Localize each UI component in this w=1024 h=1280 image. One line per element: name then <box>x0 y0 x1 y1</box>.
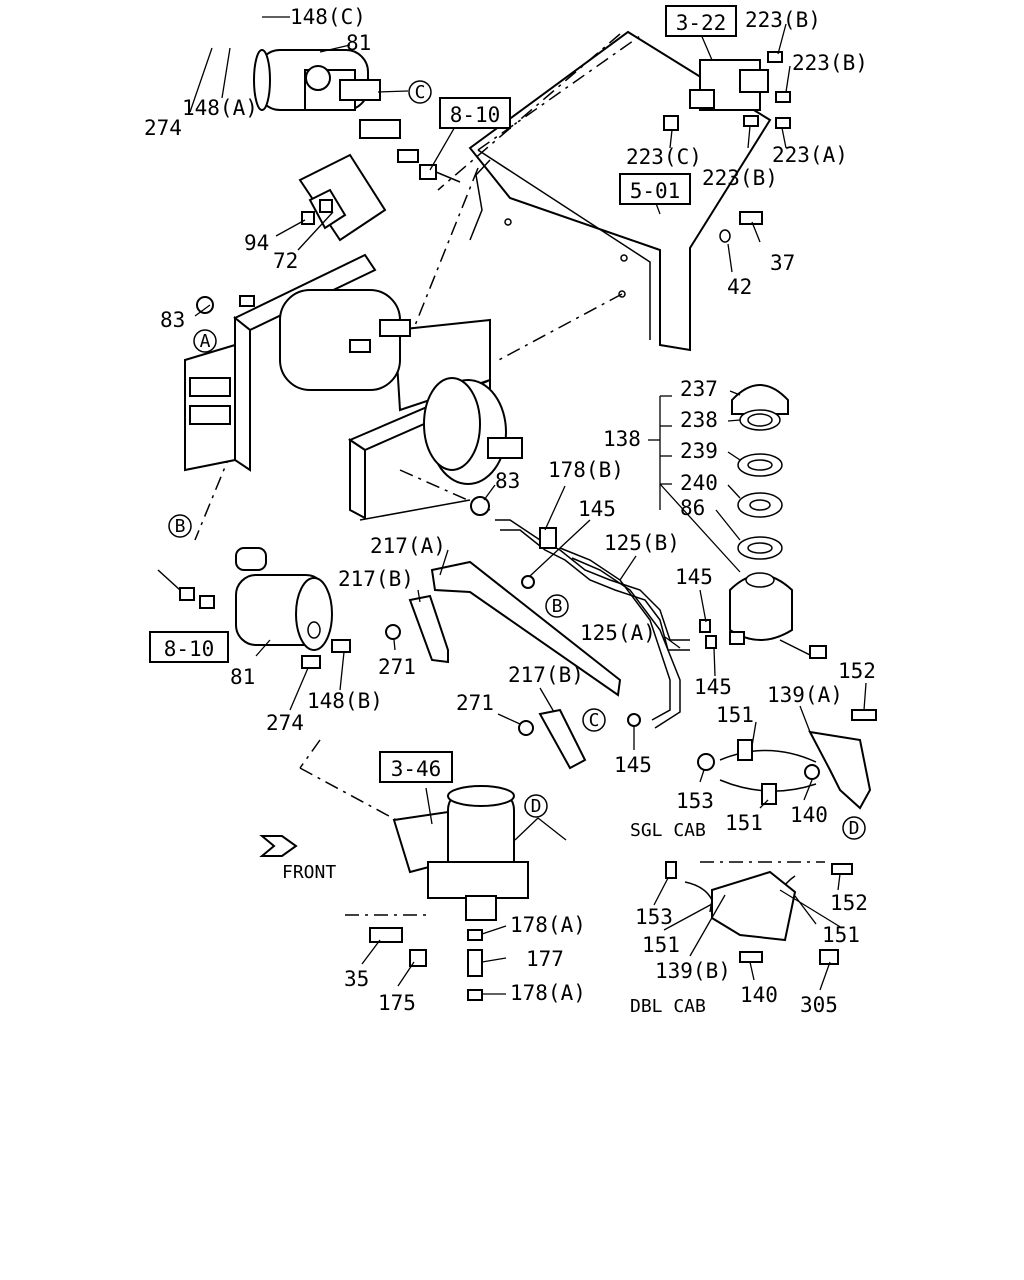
label-223b-3: 223(B) <box>702 166 778 190</box>
label-223b-2: 223(B) <box>792 51 868 75</box>
label-238: 238 <box>680 408 718 432</box>
label-81-bottom: 81 <box>230 665 255 689</box>
label-217b-2: 217(B) <box>508 663 584 687</box>
ref-3-22-text: 3-22 <box>676 11 727 35</box>
label-83-mid: 83 <box>495 469 520 493</box>
reservoir-stack <box>729 384 827 659</box>
ref-box-8-10-bottom: 8-10 <box>149 631 229 663</box>
label-274-top: 274 <box>144 116 182 140</box>
label-86: 86 <box>680 496 705 520</box>
main-frame-tank <box>184 253 523 521</box>
callout-b-mid-text: B <box>552 596 563 617</box>
label-35: 35 <box>344 967 369 991</box>
callout-d-mid-text: D <box>531 796 542 817</box>
label-178b: 178(B) <box>548 458 624 482</box>
callout-c-mid-text: C <box>589 710 600 731</box>
sgl-cab-note: SGL CAB <box>630 820 706 841</box>
label-140-b: 140 <box>740 983 778 1007</box>
ref-box-8-10-top: 8-10 <box>439 97 511 129</box>
callout-c-top: C <box>408 80 432 104</box>
label-139a: 139(A) <box>767 683 843 707</box>
label-151-b: 151 <box>725 811 763 835</box>
label-139b: 139(B) <box>655 959 731 983</box>
label-148b: 148(B) <box>307 689 383 713</box>
callout-d-right: D <box>842 816 866 840</box>
air-dryer <box>259 785 529 1001</box>
brackets-pipes <box>385 519 717 770</box>
leader-lines <box>189 16 867 995</box>
label-217a: 217(A) <box>370 534 446 558</box>
label-148c: 148(C) <box>290 5 366 29</box>
top-tank-assembly <box>253 49 461 242</box>
label-151-d: 151 <box>822 923 860 947</box>
label-145-b: 145 <box>675 565 713 589</box>
label-83-left: 83 <box>160 308 185 332</box>
label-94: 94 <box>244 231 269 255</box>
label-271-b: 271 <box>456 691 494 715</box>
label-217b-1: 217(B) <box>338 567 414 591</box>
label-138: 138 <box>603 427 641 451</box>
label-125b: 125(B) <box>604 531 680 555</box>
callout-c-top-text: C <box>415 82 426 103</box>
callout-c-mid: C <box>582 708 606 732</box>
label-151-a: 151 <box>716 703 754 727</box>
label-178a-1: 178(A) <box>510 913 586 937</box>
label-151-c: 151 <box>642 933 680 957</box>
callout-d-right-text: D <box>849 818 860 839</box>
label-175: 175 <box>378 991 416 1015</box>
ref-box-3-46: 3-46 <box>379 751 453 783</box>
label-223a: 223(A) <box>772 143 848 167</box>
label-152-a: 152 <box>838 659 876 683</box>
label-223c: 223(C) <box>626 145 702 169</box>
ref-box-3-22: 3-22 <box>665 5 737 37</box>
label-37: 37 <box>770 251 795 275</box>
label-145-c: 145 <box>694 675 732 699</box>
label-240: 240 <box>680 471 718 495</box>
label-42: 42 <box>727 275 752 299</box>
callout-b-left: B <box>168 514 192 538</box>
label-178a-2: 178(A) <box>510 981 586 1005</box>
label-125a: 125(A) <box>580 621 656 645</box>
reference-lines <box>194 33 825 916</box>
label-81-top: 81 <box>346 31 371 55</box>
lower-motor <box>157 547 351 669</box>
strap-sgl-cab <box>697 709 877 810</box>
label-72: 72 <box>273 249 298 273</box>
ref-8-10-bottom-text: 8-10 <box>164 637 215 661</box>
ref-8-10-top-text: 8-10 <box>450 103 501 127</box>
label-153-a: 153 <box>676 789 714 813</box>
label-223b-1: 223(B) <box>745 8 821 32</box>
label-145-a: 145 <box>578 497 616 521</box>
label-145-d: 145 <box>614 753 652 777</box>
ref-3-46-text: 3-46 <box>391 757 442 781</box>
label-239: 239 <box>680 439 718 463</box>
label-153-b: 153 <box>635 905 673 929</box>
label-177: 177 <box>526 947 564 971</box>
ref-box-5-01: 5-01 <box>619 173 691 205</box>
label-271-a: 271 <box>378 655 416 679</box>
ref-5-01-text: 5-01 <box>630 179 681 203</box>
label-237: 237 <box>680 377 718 401</box>
relay-valve <box>663 51 791 243</box>
callout-b-left-text: B <box>175 516 186 537</box>
callout-b-mid: B <box>545 594 569 618</box>
label-148a: 148(A) <box>182 96 258 120</box>
label-140-a: 140 <box>790 803 828 827</box>
notes: SGL CAB DBL CAB FRONT <box>282 820 706 1017</box>
label-305: 305 <box>800 993 838 1017</box>
front-note: FRONT <box>282 862 336 883</box>
dbl-cab-note: DBL CAB <box>630 996 706 1017</box>
callout-d-mid: D <box>524 794 548 818</box>
callout-a: A <box>193 329 217 353</box>
label-274-bottom: 274 <box>266 711 304 735</box>
callout-a-text: A <box>200 331 211 352</box>
label-152-b: 152 <box>830 891 868 915</box>
part-labels: 148(C) 81 148(A) 274 94 72 83 223(B) 223… <box>144 5 876 1017</box>
